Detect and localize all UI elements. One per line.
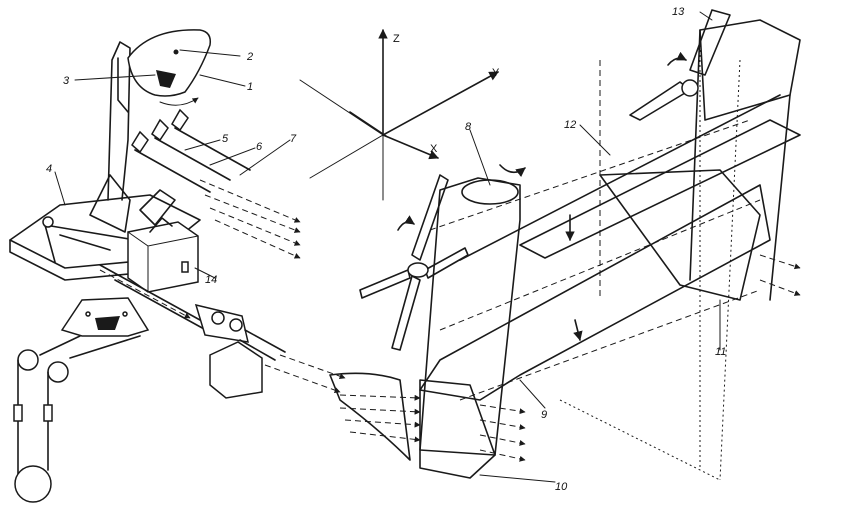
spring-right (43, 404, 53, 422)
engine-nacelle (329, 372, 411, 461)
control-pivot-4 (42, 216, 54, 228)
origin-marker (349, 111, 387, 137)
yoke-indicator-3 (156, 70, 176, 88)
control-box-edges (127, 231, 199, 293)
control-stick (107, 41, 131, 201)
rotation-arrow-13 (667, 51, 687, 66)
label-7: 7 (290, 133, 297, 145)
throttle-lever[interactable] (139, 189, 176, 226)
label-11: 11 (715, 346, 726, 358)
servo-actuator (99, 264, 286, 399)
pedal-cables (39, 335, 141, 359)
control-bracket (89, 174, 131, 233)
label-10: 10 (555, 481, 568, 493)
x-axis-neg (299, 79, 384, 136)
pedal-assembly (13, 297, 150, 503)
actuator-block (194, 303, 249, 343)
y-axis-neg (309, 134, 384, 179)
label-1: 1 (247, 81, 253, 93)
wing-left-tip (461, 179, 519, 205)
lever-knob-5[interactable] (131, 130, 149, 154)
hidden-lines (429, 60, 761, 401)
wing-flap (419, 379, 496, 479)
fuselage-upper-beam (519, 119, 801, 259)
front-propeller-blade-4 (424, 247, 469, 279)
label-9: 9 (541, 409, 547, 421)
leader-lines (54, 11, 721, 483)
aircraft-model (329, 9, 801, 481)
label-3: 3 (63, 75, 70, 87)
label-6: 6 (256, 141, 263, 153)
pulley-right (47, 361, 69, 383)
spring-left (13, 404, 23, 422)
yoke-rotation-arrow (159, 97, 199, 106)
label-13: 13 (672, 6, 685, 18)
center-lines (559, 40, 741, 481)
control-yoke[interactable] (127, 29, 212, 97)
x-axis-label: X (430, 143, 438, 155)
control-column-assembly (9, 29, 251, 293)
fuselage-lower (419, 184, 771, 401)
y-axis (382, 71, 499, 136)
rear-propeller-hub (681, 79, 699, 97)
front-propeller-blade-2 (359, 269, 411, 299)
front-propeller-hub (407, 262, 429, 278)
airflow-arrows-outflow (339, 254, 801, 462)
front-propeller-blade-3 (391, 275, 421, 351)
tail-edges (689, 29, 791, 301)
control-linkage (44, 224, 136, 263)
label-12: 12 (564, 119, 576, 131)
yoke-pivot (173, 49, 179, 55)
control-base-platform (9, 194, 201, 269)
lever-knob-7[interactable] (171, 108, 189, 132)
control-box-14 (127, 221, 199, 293)
actuator-outputs (239, 329, 286, 361)
label-8: 8 (465, 121, 472, 133)
rudder-pedal[interactable] (60, 297, 150, 337)
fuselage-top-line (459, 94, 781, 261)
pedal-pivot-right (122, 311, 128, 317)
actuator-mount (209, 341, 263, 399)
base-rod (59, 234, 111, 251)
rotation-arrow-fuselage (573, 319, 583, 341)
rotation-arrow-prop (397, 215, 415, 231)
rear-propeller-blade-bottom (629, 81, 691, 121)
trim-levers (134, 127, 251, 193)
lever-knob-6[interactable] (151, 118, 169, 142)
control-box-port (181, 261, 189, 273)
coordinate-axes (299, 29, 499, 201)
z-axis-label: Z (393, 33, 400, 45)
front-propeller-blade-1 (411, 174, 449, 261)
tail-fin (699, 19, 801, 121)
label-5: 5 (222, 133, 229, 145)
label-4: 4 (46, 163, 52, 175)
control-stick-inner (117, 57, 129, 113)
actuator-joint-a (211, 311, 225, 325)
actuator-rods (99, 264, 216, 336)
rear-propeller-blade-top (689, 9, 731, 76)
weight-disk (14, 465, 52, 503)
y-axis-label: Y (492, 67, 500, 79)
control-box-handle (149, 217, 173, 233)
label-2: 2 (246, 51, 253, 63)
tail-stabilizer (599, 169, 761, 301)
x-axis (382, 134, 439, 160)
airflow-arrows-upper (99, 179, 346, 393)
pulley-left (17, 349, 39, 371)
pedal-pivot-left (85, 311, 91, 317)
actuator-joint-b (229, 318, 243, 332)
label-14: 14 (205, 274, 217, 286)
pedal-indicator (95, 316, 120, 330)
rotation-arrow-8 (499, 164, 526, 178)
